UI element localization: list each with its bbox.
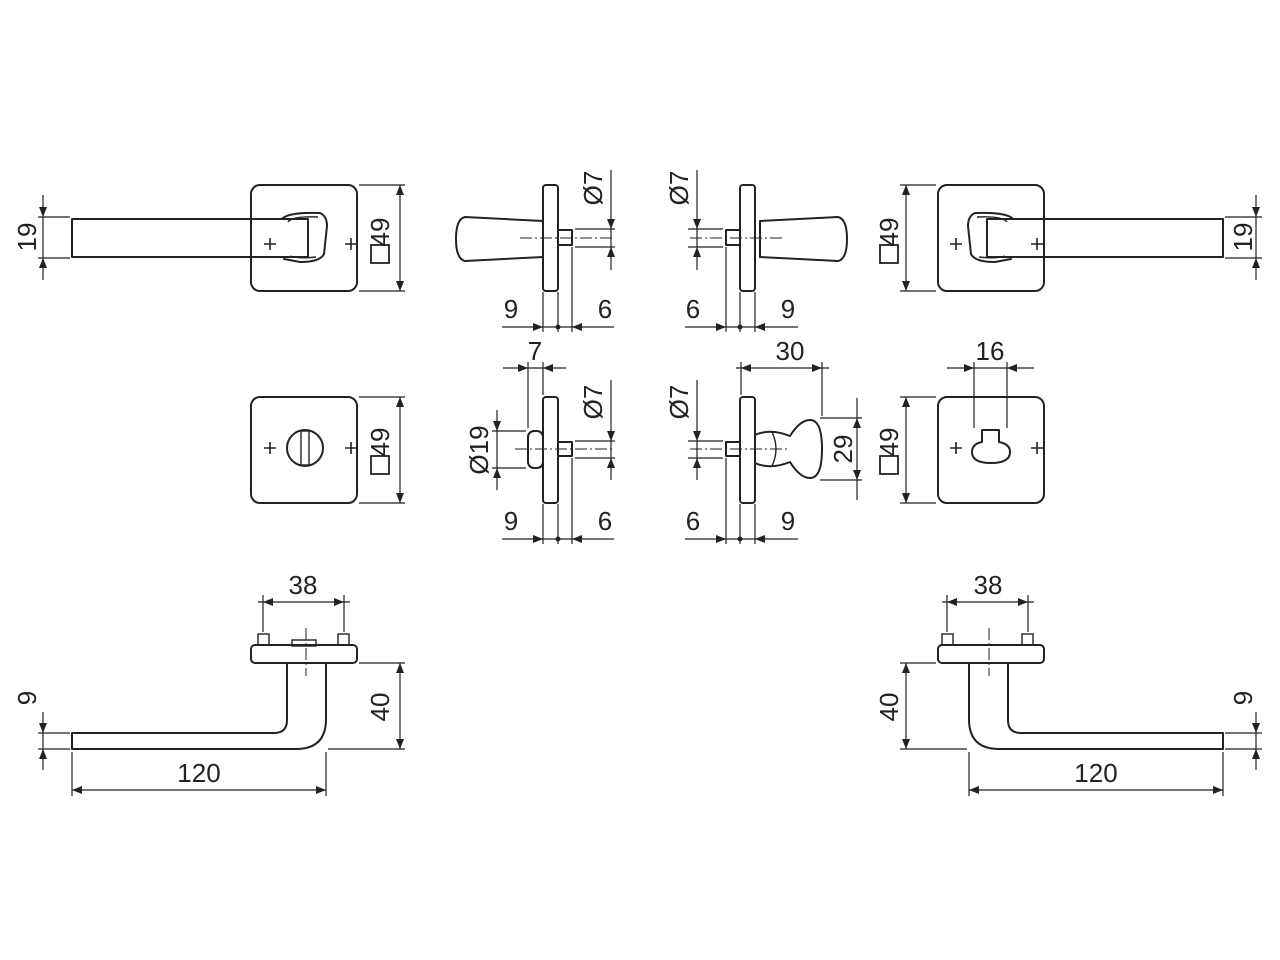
dim-rose-size-top-right: 49: [874, 218, 904, 247]
dim-lever-width-left: 19: [12, 223, 42, 252]
lever-front-view-left: 19 49: [12, 184, 405, 292]
thumbturn-rose: 16 49: [874, 336, 1045, 504]
dim-knob-length: 30: [776, 336, 805, 366]
dim-lever-thickness-left: 9: [12, 691, 42, 705]
dim-spindle-diameter-a: Ø7: [578, 171, 608, 206]
dim-knob-height: 29: [828, 435, 858, 464]
dim-spindle-right-a: 6: [598, 294, 612, 324]
dim-spindle-diameter-d: Ø7: [664, 385, 694, 420]
dim-lever-length-left: 120: [177, 758, 220, 788]
lever-side-view-left: Ø7 9 6: [455, 170, 615, 332]
dim-spindle-diameter-c: Ø7: [578, 385, 608, 420]
dim-knob-diameter: Ø19: [464, 425, 494, 474]
dim-lever-length-right: 120: [1074, 758, 1117, 788]
dim-rose-size-top-left: 49: [365, 218, 395, 247]
dim-screw-spacing-right: 38: [974, 570, 1003, 600]
lever-front-view-right: 49 19: [874, 184, 1262, 292]
emergency-release-rose: 49: [250, 396, 405, 504]
dim-screw-spacing-left: 38: [289, 570, 318, 600]
dim-rose-size-mid-right: 49: [874, 428, 904, 457]
lever-top-view-right: 38 40 9 120: [874, 570, 1262, 796]
lever-top-view-left: 38 40 9 120: [12, 570, 405, 796]
dim-spindle-right-d: 6: [686, 506, 700, 536]
dim-spindle-left-a: 9: [504, 294, 518, 324]
thumbturn-side-view: 30 29 Ø7 6 9: [664, 336, 862, 544]
dim-spindle-diameter-b: Ø7: [664, 171, 694, 206]
dim-spindle-right-b: 6: [686, 294, 700, 324]
dim-spindle-offset: 7: [528, 336, 542, 366]
dim-turn-width: 16: [976, 336, 1005, 366]
dim-lever-width-right: 19: [1228, 223, 1258, 252]
dim-lever-projection-right: 40: [874, 693, 904, 722]
dim-spindle-right-c: 6: [598, 506, 612, 536]
dim-lever-projection-left: 40: [365, 693, 395, 722]
dim-lever-thickness-right: 9: [1228, 691, 1258, 705]
dim-spindle-left-d: 9: [781, 506, 795, 536]
dim-spindle-left-b: 9: [781, 294, 795, 324]
dim-spindle-left-c: 9: [504, 506, 518, 536]
release-side-view: 7 Ø19 Ø7 9 6: [464, 336, 615, 544]
lever-side-view-right: Ø7 6 9: [664, 170, 848, 332]
dim-rose-size-mid-left: 49: [365, 428, 395, 457]
